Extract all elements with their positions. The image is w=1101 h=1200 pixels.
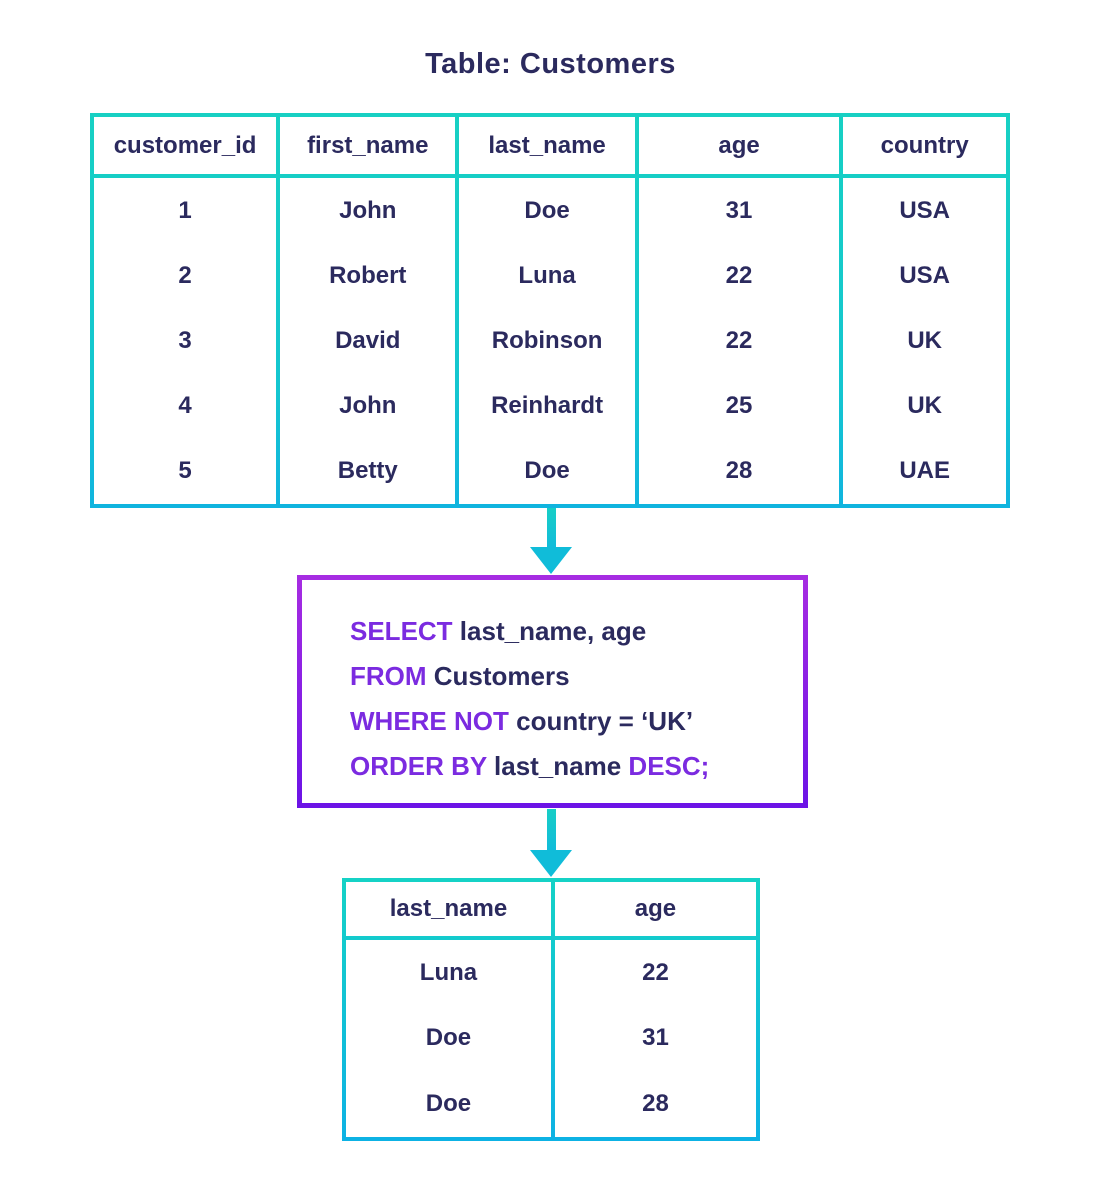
arrow-head [530, 850, 572, 877]
table-cell: Doe [524, 457, 570, 485]
table-cell: 22 [642, 958, 669, 986]
arrow-head [530, 547, 572, 574]
sql-query-line: ORDER BY last_name DESC; [350, 744, 793, 789]
table-column-values: 1 2 3 4 5 [94, 178, 277, 504]
sql-query-line: WHERE NOT country = ‘UK’ [350, 699, 793, 744]
down-arrow-icon [529, 809, 573, 877]
table-cell: Doe [425, 1090, 472, 1118]
table-cell: Doe [524, 196, 570, 224]
diagram-title: Table: Customers [425, 48, 676, 80]
sql-query-line: SELECT last_name, age [350, 609, 793, 654]
table-cell: Luna [518, 261, 576, 289]
sql-keyword: FROM [350, 661, 427, 691]
sql-keyword: DESC; [628, 751, 710, 781]
column-header: country [843, 117, 1006, 174]
down-arrow-icon [529, 508, 573, 574]
table-column-values: USA USA UK UK UAE [843, 178, 1006, 504]
table-cell: David [335, 326, 401, 354]
sql-keyword: WHERE NOT [350, 706, 509, 736]
table-cell: Doe [425, 1024, 472, 1052]
table-cell: John [339, 196, 397, 224]
sql-keyword: SELECT [350, 616, 453, 646]
table-cell: Luna [419, 958, 478, 986]
sql-text: last_name, age [452, 616, 647, 646]
arrow-shaft [546, 508, 556, 547]
table-cell: UK [907, 326, 942, 354]
table-cell: UAE [899, 457, 950, 485]
table-cell: 28 [725, 457, 753, 485]
table-cell: 4 [178, 392, 192, 420]
table-cell: USA [899, 196, 950, 224]
table-cell: 22 [725, 261, 753, 289]
table-cell: 5 [178, 457, 192, 485]
table-cell: UK [907, 392, 942, 420]
sql-text: Customers [426, 661, 570, 691]
sql-text: country = ‘UK’ [508, 706, 694, 736]
sql-query-line: FROM Customers [350, 654, 793, 699]
table-cell: 22 [725, 326, 753, 354]
table-cell: 25 [725, 392, 753, 420]
column-header: first_name [280, 117, 456, 174]
column-header: customer_id [94, 117, 277, 174]
table-cell: 3 [178, 326, 192, 354]
table-cell: Betty [337, 457, 398, 485]
sql-keyword: ORDER BY [350, 751, 487, 781]
arrow-shaft [546, 809, 556, 850]
table-cell: 2 [178, 261, 192, 289]
table-cell: John [339, 392, 397, 420]
table-cell: Robert [329, 261, 407, 289]
table-cell: USA [899, 261, 950, 289]
column-header: age [554, 882, 756, 936]
column-header: last_name [346, 882, 551, 936]
table-cell: 31 [725, 196, 753, 224]
table-column-values: 31 22 22 25 28 [638, 178, 840, 504]
column-header: last_name [459, 117, 635, 174]
table-cell: Robinson [491, 326, 603, 354]
table-cell: 1 [178, 196, 192, 224]
column-header: age [638, 117, 840, 174]
sql-text: last_name [486, 751, 629, 781]
table-column-values: 22 31 28 [554, 940, 756, 1137]
table-cell: 31 [642, 1024, 669, 1052]
table-cell: Reinhardt [491, 392, 604, 420]
table-cell: 28 [642, 1090, 669, 1118]
